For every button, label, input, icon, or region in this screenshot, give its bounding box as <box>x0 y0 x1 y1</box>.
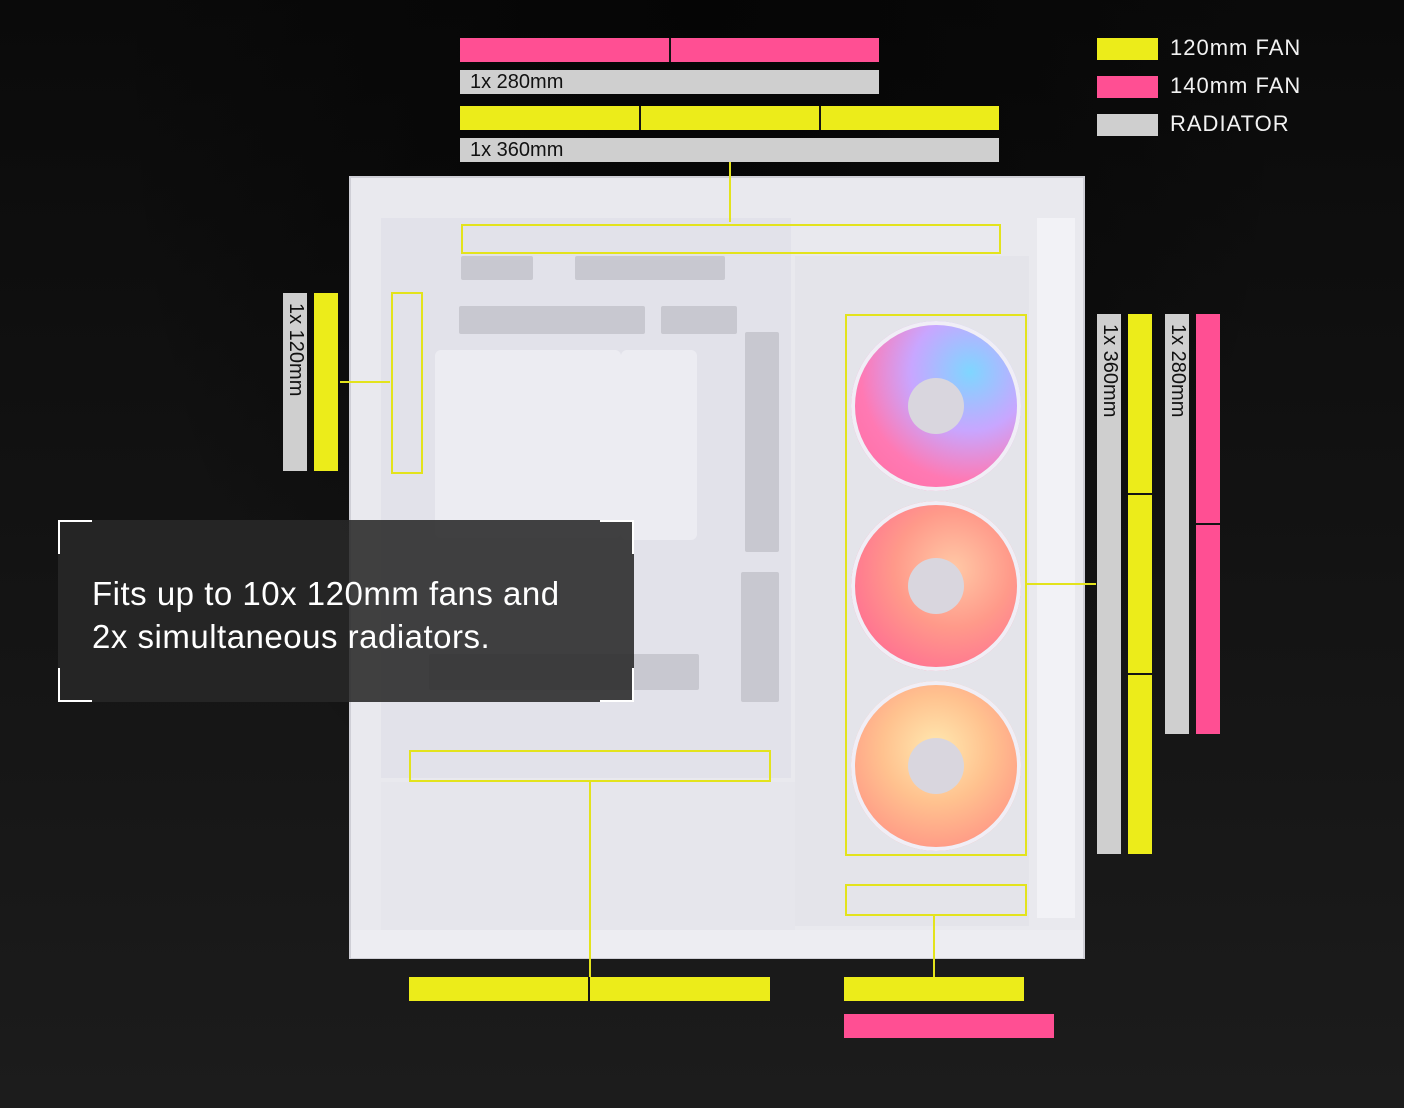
side-120mm-fans-bar <box>1128 314 1152 854</box>
top-280mm-radiator-bar: 1x 280mm <box>460 70 879 94</box>
front-bottom-connector-line <box>933 914 935 977</box>
side-grommet <box>741 572 779 702</box>
top-vent-slot <box>575 256 725 280</box>
side-fan-middle <box>851 501 1021 671</box>
top-140mm-fans-bar <box>460 38 879 62</box>
info-line-2: 2x simultaneous radiators. <box>92 618 491 655</box>
fan-hub <box>908 738 964 794</box>
top-360mm-radiator-bar: 1x 360mm <box>460 138 999 162</box>
corner-bracket <box>600 668 634 702</box>
fan-hub <box>908 378 964 434</box>
side-140mm-fans-bar <box>1196 314 1220 734</box>
front-bottom-mount-outline <box>845 884 1027 916</box>
front-bottom-120mm-fan-bar <box>844 977 1024 1001</box>
cable-cutout <box>621 350 697 540</box>
legend-swatch-pink <box>1097 76 1158 98</box>
drive-cage <box>435 350 621 538</box>
corner-bracket <box>600 520 634 554</box>
bottom-connector-line <box>589 782 591 977</box>
legend-label-140mm: 140mm FAN <box>1170 73 1302 98</box>
legend-swatch-yellow <box>1097 38 1158 60</box>
cable-slot <box>661 306 737 334</box>
top-vent-slot <box>461 256 533 280</box>
rear-120mm-fan-bar <box>314 293 338 471</box>
side-fan-bottom <box>851 681 1021 851</box>
bottom-120mm-fans-bar <box>409 977 770 1001</box>
side-grommet <box>745 332 779 552</box>
top-connector-line <box>729 162 731 222</box>
corner-bracket <box>58 668 92 702</box>
legend-label-radiator: RADIATOR <box>1170 111 1290 136</box>
top-mount-outline <box>461 224 1001 254</box>
side-mount-outline <box>845 314 1027 856</box>
case-base <box>351 930 1083 958</box>
info-text: Fits up to 10x 120mm fans and 2x simulta… <box>92 572 622 658</box>
top-120mm-fans-bar <box>460 106 999 130</box>
rear-connector-line <box>340 381 390 383</box>
front-pillar <box>1037 218 1075 918</box>
psu-shroud <box>381 782 795 932</box>
rear-mount-outline <box>391 292 423 474</box>
legend-swatch-gray <box>1097 114 1158 136</box>
rear-120mm-radiator-bar: 1x 120mm <box>283 293 307 471</box>
side-280mm-radiator-bar: 1x 280mm <box>1165 314 1189 734</box>
corner-bracket <box>58 520 92 554</box>
side-connector-line <box>1026 583 1096 585</box>
legend-label-120mm: 120mm FAN <box>1170 35 1302 60</box>
front-bottom-140mm-fan-bar <box>844 1014 1054 1038</box>
side-360mm-radiator-bar: 1x 360mm <box>1097 314 1121 854</box>
info-callout: Fits up to 10x 120mm fans and 2x simulta… <box>58 520 634 702</box>
info-line-1: Fits up to 10x 120mm fans and <box>92 575 560 612</box>
cable-slot <box>459 306 645 334</box>
fan-hub <box>908 558 964 614</box>
bottom-mount-outline <box>409 750 771 782</box>
side-fan-top <box>851 321 1021 491</box>
